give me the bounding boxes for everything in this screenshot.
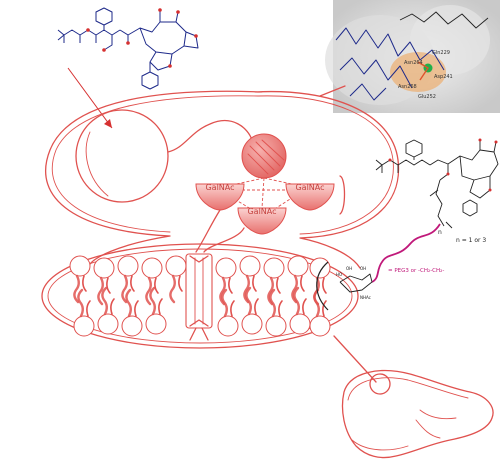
drug-molecule-top: [57, 7, 199, 90]
sugar-ho: HO: [336, 272, 342, 277]
lipid-tail: [134, 300, 139, 317]
lipid-tail: [178, 275, 183, 292]
lipid-tail: [154, 277, 159, 294]
lipid-tail: [302, 298, 307, 315]
sugar-nhac: NHAc: [360, 295, 371, 300]
lipid-tail: [243, 274, 250, 304]
lipid-tail: [245, 286, 252, 316]
repeat-note: n = 1 or 3: [456, 237, 486, 244]
lipid-head: [309, 315, 331, 337]
entry-arrow: [67, 67, 113, 129]
lipid-tail: [267, 276, 274, 306]
residue-label: Glu252: [418, 94, 436, 100]
lipid-head: [309, 257, 331, 279]
liver-illustration: [341, 369, 494, 459]
lipid-tail: [149, 286, 156, 316]
lipid-head: [165, 255, 187, 277]
receptor-complex: GalNAc GalNAc GalNAc: [195, 133, 335, 253]
lipid-head: [287, 255, 309, 277]
lipid-head: [215, 257, 237, 279]
lipid-head: [73, 315, 95, 337]
galnac-cup-bottom: [237, 207, 287, 235]
lipid-tail: [145, 276, 152, 306]
lipid-head: [289, 313, 311, 335]
sugar-oh-2: OH: [360, 266, 366, 271]
residue-label: Asp241: [434, 74, 453, 80]
membrane-bilayer: [41, 243, 359, 349]
residue-label: Asn268: [398, 84, 417, 90]
lipid-head: [263, 257, 285, 279]
lipid-tail: [77, 288, 84, 318]
lipid-head: [69, 255, 91, 277]
lipid-tail: [293, 286, 300, 316]
lipid-head: [117, 255, 139, 277]
lipid-tail: [313, 288, 320, 318]
lipid-tail: [322, 300, 327, 317]
lipid-tail: [322, 277, 327, 294]
lipid-tail: [125, 288, 132, 318]
lipid-tail: [121, 274, 128, 304]
residue-label: Gln229: [432, 50, 450, 56]
lipid-tail: [230, 300, 235, 317]
lipid-head: [93, 257, 115, 279]
lipid-tail: [110, 298, 115, 315]
lipid-tail: [228, 277, 233, 294]
galnac-label-right: GalNAc: [295, 183, 324, 192]
lipid-head: [145, 313, 167, 335]
lipid-tails: [73, 274, 327, 318]
lipid-tail: [86, 300, 91, 317]
lipid-tail: [278, 300, 283, 317]
lipid-head: [97, 313, 119, 335]
residue-label: Asn264: [404, 60, 423, 66]
lipid-head: [217, 315, 239, 337]
endosome-circle: [75, 109, 169, 203]
sugar-oh-1: OH: [346, 266, 352, 271]
galnac-label-bottom: GalNAc: [247, 207, 276, 216]
lipid-tail: [300, 275, 305, 292]
galnac-label-left: GalNAc: [205, 183, 234, 192]
lipid-tail: [130, 275, 135, 292]
lipid-tail: [291, 274, 298, 304]
lipid-head: [241, 313, 263, 335]
liver-connector: [333, 335, 377, 383]
lipid-tail: [252, 275, 257, 292]
lipid-row-top: [69, 255, 331, 279]
lipid-tail: [97, 276, 104, 306]
lipid-head: [265, 315, 287, 337]
conjugate-molecule: n n = 1 or 3 = PEG3 or -CH₂-CH₂- HO OH O…: [316, 138, 499, 311]
lipid-head: [239, 255, 261, 277]
repeat-label: n: [438, 229, 442, 236]
lipid-tail: [269, 288, 276, 318]
galnac-cup-right: [285, 183, 335, 211]
lipid-tail: [219, 276, 226, 306]
linker-note: = PEG3 or -CH₂-CH₂-: [388, 268, 444, 274]
lipid-tail: [221, 288, 228, 318]
cell-outline: [45, 90, 400, 269]
lipid-head: [141, 257, 163, 279]
lipid-tail: [106, 277, 111, 294]
entry-arrowhead: [104, 119, 112, 128]
membrane-channel: [185, 253, 213, 329]
lipid-tail: [169, 274, 176, 304]
lipid-head: [121, 315, 143, 337]
protein-structure-image: Gln229 Asn264 Asp241 Asn268 Glu252: [325, 0, 500, 113]
lipid-row-bottom: [73, 313, 331, 337]
receptor-bracket: [339, 175, 346, 215]
lipid-tail: [101, 286, 108, 316]
lipid-tail: [158, 298, 163, 315]
lipid-tail: [73, 274, 80, 304]
lipid-tail: [276, 277, 281, 294]
lipid-tail: [254, 298, 259, 315]
lipid-tail: [82, 275, 87, 292]
protein-connector: [319, 85, 346, 97]
